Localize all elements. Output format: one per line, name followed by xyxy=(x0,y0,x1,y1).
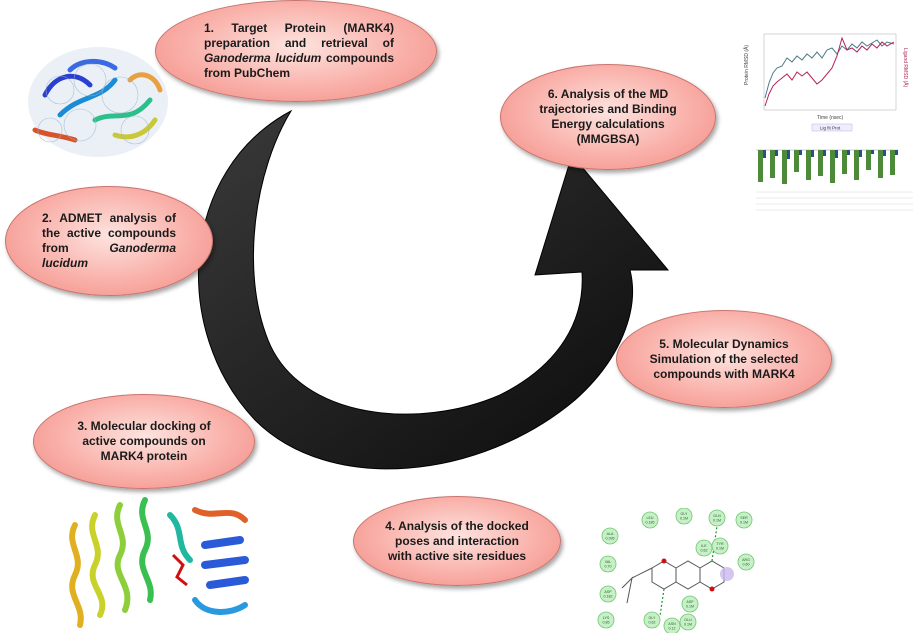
protein-rmsd-line xyxy=(764,39,895,99)
step-5-text: 5. Molecular Dynamics Simulation of the … xyxy=(647,337,801,382)
step-text-part: 5. Molecular Dynamics Simulation of the … xyxy=(649,336,799,381)
residue-label: 0.85 xyxy=(603,621,610,625)
step-1-ellipse: 1. Target Protein (MARK4) preparation an… xyxy=(155,0,437,102)
residue-label: ASN xyxy=(668,622,676,626)
residue-label: LEU xyxy=(647,516,654,520)
step-4-ellipse: 4. Analysis of the docked poses and inte… xyxy=(353,496,561,586)
rmsd-plot-image: Protein RMSD (Å) Ligand RMSD (Å) Time (n… xyxy=(743,33,909,132)
step-2-ellipse: 2. ADMET analysis of the active compound… xyxy=(5,186,213,296)
step-text-part: 3. Molecular docking of active compounds… xyxy=(77,419,211,463)
residue-label: 0.1M xyxy=(740,521,748,525)
residue-label: 0.1M xyxy=(680,517,688,521)
residue-label: 0.12 xyxy=(669,627,676,631)
step-3-ellipse: 3. Molecular docking of active compounds… xyxy=(33,394,255,489)
step-6-ellipse: 6. Analysis of the MD trajectories and B… xyxy=(500,64,716,170)
residue-label: 0.182 xyxy=(604,595,613,599)
residue-label: 0.1M xyxy=(716,547,724,551)
residue-label: GLU xyxy=(684,618,692,622)
step-text-part: 4. Analysis of the docked poses and inte… xyxy=(385,518,529,563)
residue-label: 0.395 xyxy=(606,537,615,541)
residue-label: VAL xyxy=(605,560,612,564)
residue-label: ILE xyxy=(701,544,707,548)
step-6-text: 6. Analysis of the MD trajectories and B… xyxy=(531,87,685,147)
residue-label: 0.1M xyxy=(713,519,721,523)
step-text-part: 1. Target Protein (MARK4) preparation an… xyxy=(204,21,394,50)
residue-label: SER xyxy=(740,516,748,520)
step-5-ellipse: 5. Molecular Dynamics Simulation of the … xyxy=(616,310,832,408)
residue-label: ALA xyxy=(607,532,614,536)
residue-bubbles: ALA0.395LEU0.185GLY0.1MGLN0.1MSER0.1MVAL… xyxy=(597,508,755,633)
residue-label: 0.185 xyxy=(646,521,655,525)
residue-label: ASP xyxy=(604,590,612,594)
residue-label: GLN xyxy=(713,514,721,518)
residue-label: ASP xyxy=(686,600,694,604)
mark4-structure-image xyxy=(28,47,168,157)
rmsd-right-label: Ligand RMSD (Å) xyxy=(902,48,909,88)
residue-label: 0.62 xyxy=(701,549,708,553)
residue-label: GLY xyxy=(681,512,689,516)
mmgbsa-bar-image xyxy=(748,140,920,218)
residue-label: ARG xyxy=(742,558,750,562)
ligand-rmsd-line xyxy=(764,36,895,107)
residue-label: LYS xyxy=(603,616,610,620)
step-2-text: 2. ADMET analysis of the active compound… xyxy=(42,211,176,271)
residue-label: GLY xyxy=(649,616,657,620)
step-text-part: Ganoderma lucidum xyxy=(204,51,322,65)
residue-label: 0.1M xyxy=(686,605,694,609)
step-1-text: 1. Target Protein (MARK4) preparation an… xyxy=(204,21,394,81)
step-text-part: 2. ADMET analysis of the active compound… xyxy=(42,211,176,255)
residue-label: 0.70 xyxy=(605,565,612,569)
rmsd-x-label: Time (nsec) xyxy=(817,115,844,121)
step-text-part: Ganoderma lucidum xyxy=(42,241,176,270)
docked-protein-image xyxy=(69,497,249,628)
step-4-text: 4. Analysis of the docked poses and inte… xyxy=(384,519,530,564)
residue-label: 0.62 xyxy=(649,621,656,625)
interaction-diagram-image: ALA0.395LEU0.185GLY0.1MGLN0.1MSER0.1MVAL… xyxy=(597,508,755,633)
residue-label: TYR xyxy=(716,542,724,546)
residue-label: 0.1M xyxy=(684,623,692,627)
step-text-part: compounds from PubChem xyxy=(204,51,394,80)
residue-label: 0.60 xyxy=(743,563,750,567)
rmsd-legend: Lig fit Prot xyxy=(820,126,841,131)
step-3-text: 3. Molecular docking of active compounds… xyxy=(68,419,220,464)
rmsd-left-label: Protein RMSD (Å) xyxy=(743,45,750,85)
arrow-body xyxy=(198,109,670,470)
step-text-part: 6. Analysis of the MD trajectories and B… xyxy=(539,87,677,146)
